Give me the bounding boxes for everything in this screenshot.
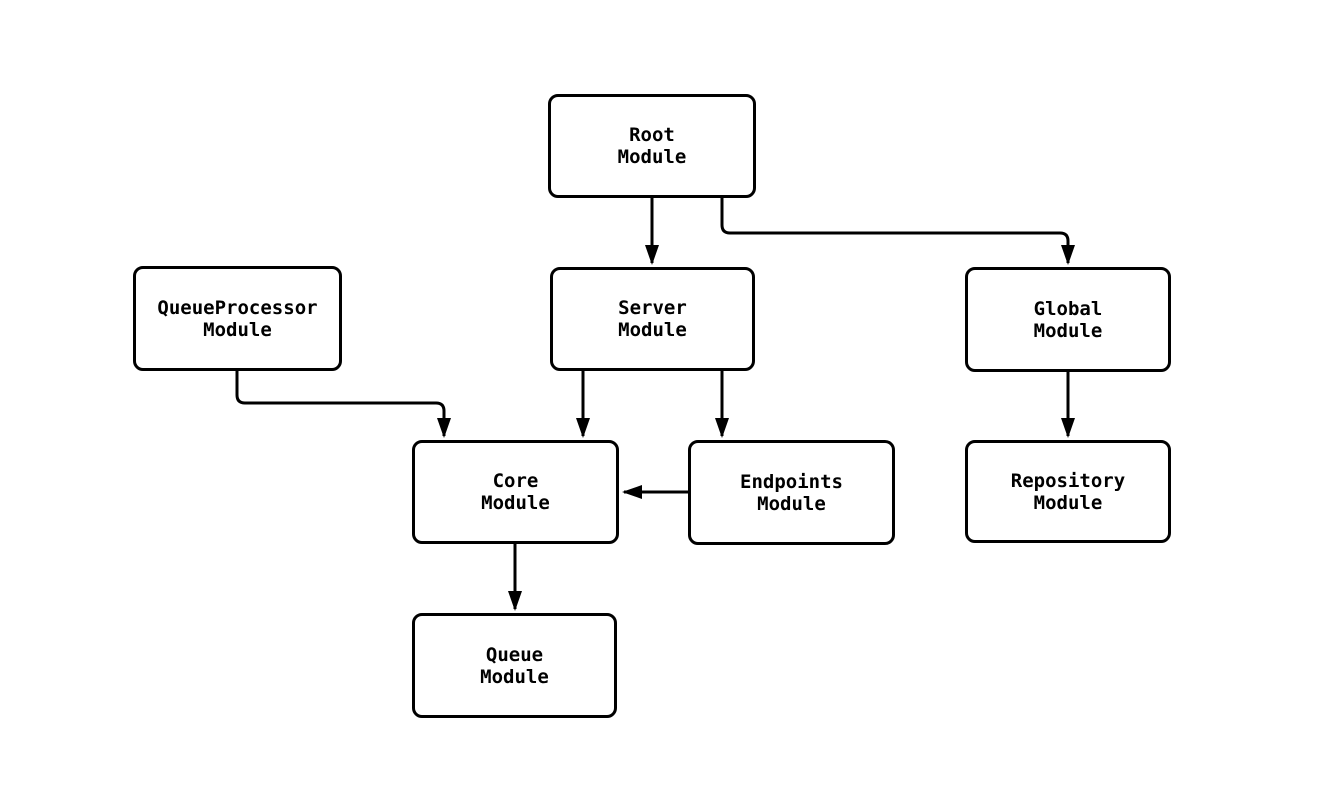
node-queueprocessor-module-label: QueueProcessor Module <box>157 296 318 341</box>
node-repository-module: Repository Module <box>965 440 1171 543</box>
node-queue-module: Queue Module <box>412 613 617 718</box>
node-global-module-label: Global Module <box>1033 297 1103 342</box>
node-root-module-label: Root Module <box>617 124 687 168</box>
node-server-module: Server Module <box>550 267 755 371</box>
node-queueprocessor-module: QueueProcessor Module <box>133 266 342 371</box>
node-queue-module-label: Queue Module <box>480 643 549 688</box>
edge-queueprocessor-to-core <box>235 371 451 438</box>
node-server-module-label: Server Module <box>618 297 687 341</box>
node-core-module: Core Module <box>412 440 619 544</box>
node-root-module: Root Module <box>548 94 756 198</box>
node-core-module-label: Core Module <box>481 470 550 514</box>
edge-root-to-global <box>720 198 1075 265</box>
node-endpoints-module-label: Endpoints Module <box>740 470 843 515</box>
node-repository-module-label: Repository Module <box>1010 469 1126 514</box>
node-global-module: Global Module <box>965 267 1171 372</box>
node-endpoints-module: Endpoints Module <box>688 440 895 545</box>
